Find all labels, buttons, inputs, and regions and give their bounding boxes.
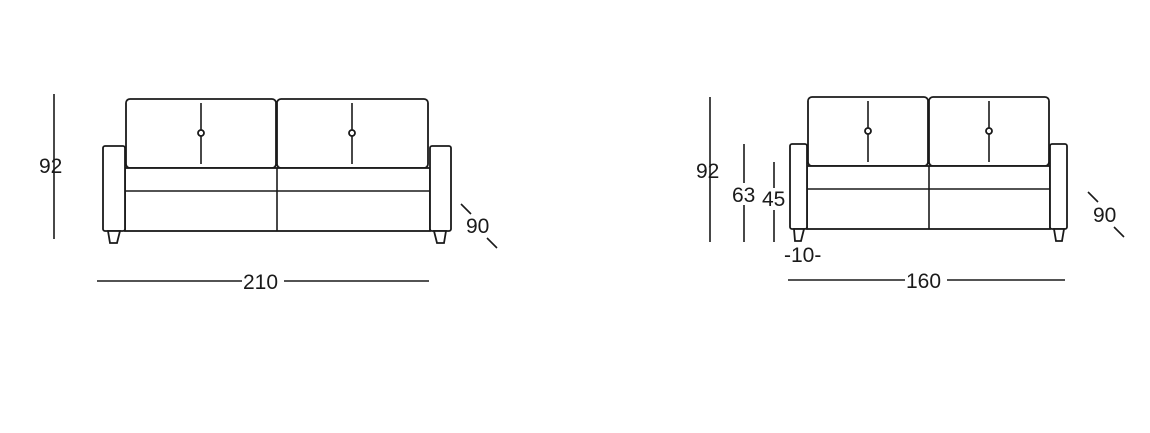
seat-height-label: 45 — [762, 188, 785, 211]
height-label: 92 — [696, 160, 719, 183]
cushion-button-icon — [864, 127, 872, 135]
leg-left — [106, 230, 122, 244]
sofa-front-view-210: 92 90 210 — [39, 94, 498, 294]
width-label: 160 — [906, 270, 941, 293]
leg-height-label: -10- — [784, 244, 821, 267]
depth-label: 90 — [1093, 204, 1116, 227]
depth-dimension-line — [460, 203, 472, 215]
cushion-button-icon — [197, 129, 205, 137]
sofa-front-view-160: 92 63 45 -10- 90 160 — [696, 96, 1125, 293]
arm-right — [1049, 143, 1068, 230]
leg-right — [432, 230, 448, 244]
cushion-button-icon — [348, 129, 356, 137]
depth-label: 90 — [466, 215, 489, 238]
arm-left — [789, 143, 808, 230]
depth-dimension-line — [1087, 191, 1099, 203]
leg-right — [1052, 228, 1066, 242]
arm-left — [102, 145, 126, 232]
cushion-button-icon — [985, 127, 993, 135]
arm-right — [429, 145, 452, 232]
height-label: 92 — [39, 155, 62, 178]
width-label: 210 — [243, 271, 278, 294]
back-height-label: 63 — [732, 184, 755, 207]
leg-left — [793, 228, 806, 242]
